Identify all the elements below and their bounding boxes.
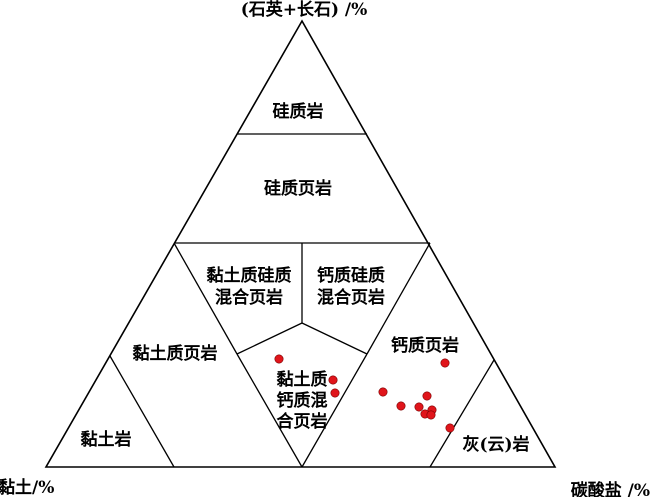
region-label-clay-calc-mixed-line1: 黏土质 <box>277 369 328 390</box>
region-label-limestone: 灰(云)岩 <box>462 434 529 455</box>
sample-point <box>330 388 340 398</box>
region-label-siliceous-rock: 硅质岩 <box>273 101 324 122</box>
sample-point <box>414 402 424 412</box>
sample-point <box>422 391 432 401</box>
region-label-clay-calc-mixed-line3: 合页岩 <box>277 411 328 432</box>
divider-mixed-left-low <box>236 322 303 355</box>
region-label-clay-calc-mixed-line2: 钙质混 <box>277 390 328 411</box>
divider-mixed-right <box>366 242 431 355</box>
axis-label-top: (石英+长石) /% <box>241 0 368 20</box>
sample-point <box>378 387 388 397</box>
sample-point <box>445 423 455 433</box>
region-label-siliceous-shale: 硅质页岩 <box>264 178 332 199</box>
region-label-calc-siliceous-mixed-line1: 钙质硅质 <box>317 265 385 286</box>
sample-point <box>396 401 406 411</box>
divider-calc-clay-right <box>301 353 368 468</box>
region-label-calc-siliceous-mixed-line2: 混合页岩 <box>317 287 385 308</box>
axis-label-right: 碳酸盐 /% <box>571 480 650 497</box>
region-label-clay-shale: 黏土质页岩 <box>133 343 218 364</box>
region-label-calc-shale: 钙质页岩 <box>391 335 459 356</box>
divider-limestone <box>429 359 495 468</box>
divider-mixed-right-low <box>301 322 368 355</box>
sample-point <box>440 358 450 368</box>
divider-clay-rock <box>109 355 175 468</box>
sample-point <box>426 410 436 420</box>
region-label-clay-siliceous-mixed-line2: 混合页岩 <box>215 287 283 308</box>
region-label-clay-siliceous-mixed-line1: 黏土质硅质 <box>207 265 292 286</box>
axis-label-left: 黏土/% <box>0 477 54 497</box>
divider-mixed-left <box>173 242 238 355</box>
region-label-clay-rock: 黏土岩 <box>81 429 132 450</box>
divider-calc-clay-left <box>236 353 303 468</box>
sample-points <box>274 354 455 433</box>
sample-point <box>274 354 284 364</box>
sample-point <box>328 375 338 385</box>
